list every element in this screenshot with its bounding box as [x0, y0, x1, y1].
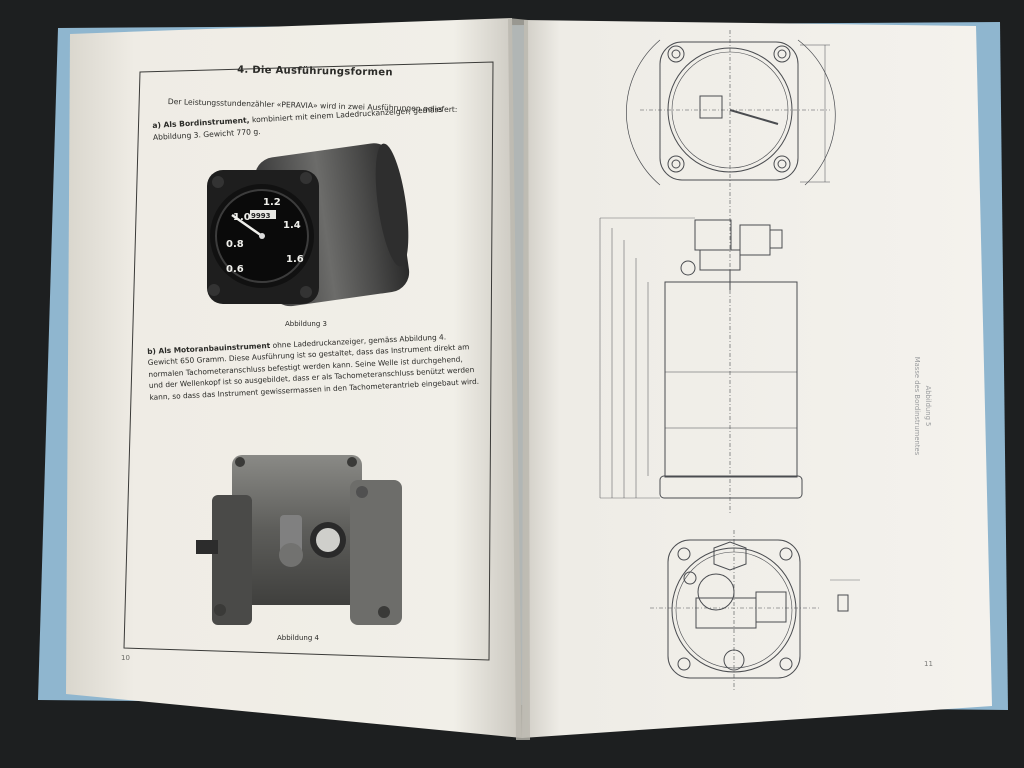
dial-number: 1.4 — [283, 220, 301, 231]
gauge-dial-labels: 0.6 0.8 1.0 1.2 1.4 1.6 9993 — [226, 197, 304, 275]
figure-4-caption: Abbildung 4 — [276, 634, 319, 642]
dial-number: 1.2 — [263, 197, 281, 208]
figure-3-caption: Abbildung 3 — [284, 320, 327, 328]
right-page — [522, 20, 992, 738]
motor-instrument-photo — [196, 455, 402, 625]
figure-5-text: Masse des Bordinstrumentes — [913, 356, 921, 456]
gauge-photo — [207, 143, 410, 307]
dial-number: 1.0 — [233, 212, 251, 223]
page-number-right: 11 — [924, 660, 933, 668]
dial-number: 1.6 — [286, 254, 304, 265]
page-number-left: 10 — [121, 654, 130, 662]
figure-5-title: Abbildung 5 — [924, 385, 932, 427]
dial-number: 0.6 — [226, 264, 244, 275]
dial-number: 0.8 — [226, 239, 244, 250]
left-page — [66, 18, 522, 738]
left-page-frame — [123, 61, 494, 661]
gutter-shadow — [508, 18, 530, 740]
technical-drawing — [599, 30, 860, 690]
counter-digits: 9993 — [251, 212, 271, 220]
